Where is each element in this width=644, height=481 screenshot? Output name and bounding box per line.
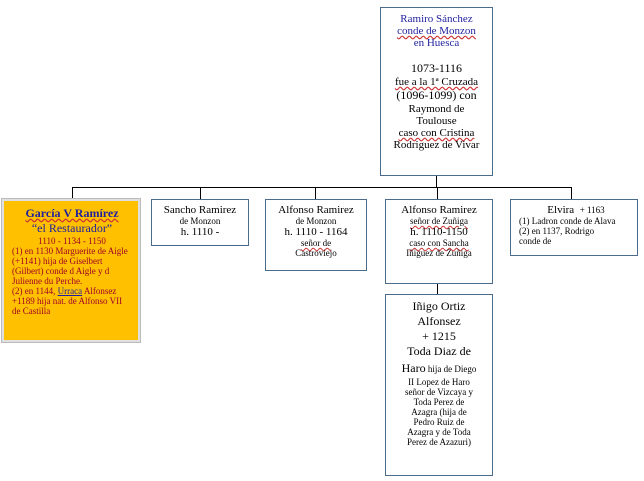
root-raymond: Raymond de: [408, 103, 465, 115]
garcia-name: García V Ramírez: [25, 206, 119, 220]
garcia-marriage-1: (1) en 1130 Marguerite de Aigle (+1141) …: [12, 246, 128, 286]
sancho-ramirez-box: Sancho Ramirez de Monzon h. 1110 -: [151, 199, 249, 246]
garcia-dates: 1110 - 1134 - 1150: [38, 236, 106, 246]
root-crusade-years: (1096-1099) con: [396, 88, 477, 102]
garcia-nickname: “el Restaurador”: [31, 221, 113, 235]
inigo-spouse-line: Haro hija de Diego: [386, 359, 492, 377]
sancho-drop-line: [200, 187, 201, 200]
elvira-marriage-2-title: conde de: [519, 236, 552, 246]
alfonso-ramirez-zuniga-box: Alfonso Ramirez señor de Zuñiga h. 1110-…: [385, 199, 493, 284]
sancho-name: Sancho Ramirez: [163, 204, 237, 216]
inigo-death: + 1215: [422, 329, 456, 343]
alfonso1-dates: h. 1110 - 1164: [284, 226, 348, 238]
inigo-patronymic: Alfonsez: [417, 314, 461, 328]
elvira-name: Elvira: [547, 204, 575, 216]
alfonso1-title: de Monzon: [295, 216, 337, 226]
inigo-name: Iñigo Ortiz: [412, 299, 466, 313]
urraca-link[interactable]: Urraca: [57, 286, 83, 296]
root-spouse-name: Rodriguez de Vivar: [393, 139, 480, 151]
root-connector-line: [436, 176, 437, 187]
inigo-line-5: Pedro Ruiz de: [413, 417, 465, 427]
root-title: conde de Monzon: [397, 25, 476, 37]
inigo-line-7: Perez de Azazuri): [407, 437, 471, 447]
alfonso2-drop-line: [437, 187, 438, 200]
inigo-line-1: II Lopez de Haro: [408, 377, 470, 387]
ramiro-sanchez-box: Ramiro Sánchez conde de Monzon en Huesca…: [380, 7, 493, 176]
alfonso2-spouse: caso con Sancha: [409, 238, 469, 248]
alfonso1-drop-line: [315, 187, 316, 200]
garcia-ramirez-box: García V Ramírez “el Restaurador” 1110 -…: [2, 199, 140, 342]
sibling-bar-line: [72, 187, 571, 188]
root-crusade: fue a la 1ª Cruzada: [394, 76, 479, 88]
garcia-marriage-2: (2) en 1144, Urraca Alfonsez +1189 hija …: [12, 286, 132, 316]
inigo-line-2: señor de Vizcaya y: [404, 387, 473, 397]
sancho-dates: h. 1110 -: [180, 226, 220, 238]
garcia-drop-line: [72, 187, 73, 200]
inigo-line-3: Toda Perez de: [413, 397, 465, 407]
alfonso-ramirez-monzon-box: Alfonso Ramirez de Monzon h. 1110 - 1164…: [265, 199, 367, 271]
elvira-drop-line: [571, 187, 572, 200]
alfonso2-spouse-name: Iñiguez de Zuñiga: [406, 248, 472, 258]
alfonso2-dates: h. 1110-1150: [410, 226, 468, 238]
inigo-haro-suffix: hija de Diego: [425, 364, 477, 374]
elvira-box: Elvira + 1163 (1) Ladron conde de Alava …: [510, 199, 638, 256]
garcia-marriage-2-prefix: (2) en 1144,: [12, 286, 58, 296]
root-name: Ramiro Sánchez: [400, 13, 473, 25]
inigo-ortiz-box: Iñigo Ortiz Alfonsez + 1215 Toda Diaz de…: [385, 294, 493, 476]
sancho-title: de Monzon: [179, 216, 221, 226]
alfonso1-name: Alfonso Ramirez: [278, 204, 354, 216]
elvira-death: + 1163: [579, 205, 605, 215]
inigo-connector-line: [437, 284, 438, 294]
root-toulouse: Toulouse: [416, 115, 457, 127]
alfonso2-title: señor de Zuñiga: [410, 216, 468, 226]
root-place: en Huesca: [413, 37, 460, 49]
alfonso1-lord: señor de: [300, 238, 332, 248]
garcia-marriage-2-suffix: Alfonsez +1189 hija nat. de Alfonso VII …: [12, 286, 123, 316]
inigo-line-6: Azagra y de Toda: [407, 427, 471, 437]
inigo-spouse: Toda Diaz de: [407, 344, 471, 358]
root-dates: 1073-1116: [410, 61, 463, 75]
alfonso1-place: Castroviejo: [295, 248, 337, 258]
elvira-heading: Elvira + 1163: [519, 204, 633, 216]
elvira-marriage-1: (1) Ladron conde de Alava: [519, 216, 616, 226]
root-spouse: caso con Cristina: [398, 127, 475, 139]
alfonso2-name: Alfonso Ramirez: [401, 204, 477, 216]
inigo-haro: Haro: [401, 361, 426, 375]
elvira-marriage-2: (2) en 1137, Rodrigo: [519, 226, 595, 236]
inigo-line-4: Azagra (hija de: [411, 407, 467, 417]
